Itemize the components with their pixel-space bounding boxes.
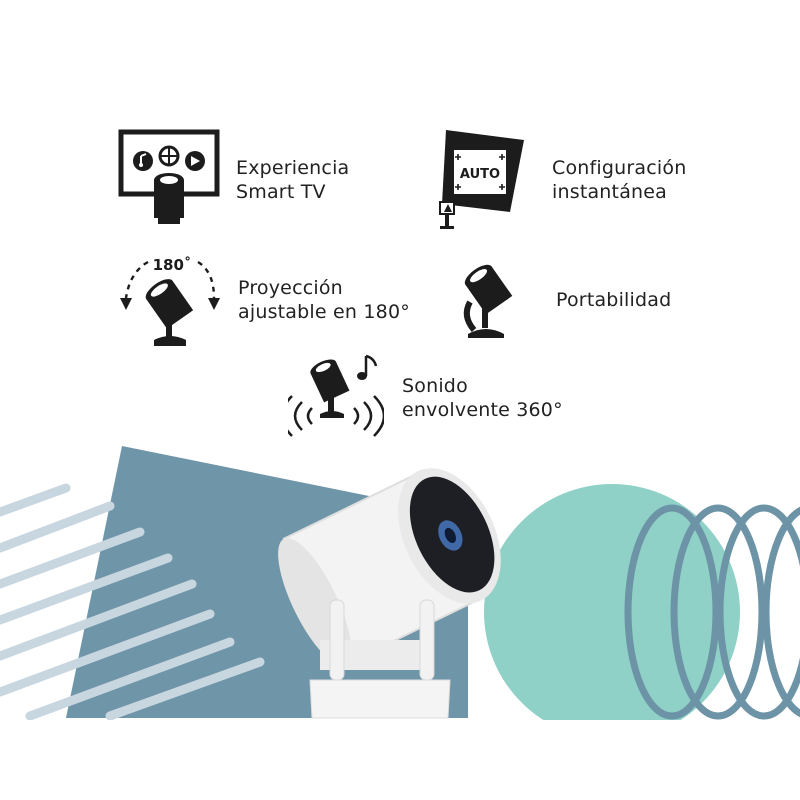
feature-projection-label: Proyección ajustable en 180° bbox=[238, 276, 410, 324]
projector-device bbox=[278, 468, 501, 719]
sound-line2: envolvente 360° bbox=[402, 399, 563, 421]
diagonal-stripes bbox=[0, 483, 265, 720]
feature-sound-label: Sonido envolvente 360° bbox=[402, 374, 563, 422]
product-scene bbox=[0, 446, 800, 720]
sound-line1: Sonido bbox=[402, 375, 468, 397]
feature-portability-label: Portabilidad bbox=[556, 288, 671, 312]
angle-text: 180˚ bbox=[153, 256, 192, 274]
auto-setup-icon: AUTO bbox=[439, 130, 524, 229]
feature-auto-setup-label: Configuración instantánea bbox=[552, 156, 686, 204]
auto-text: AUTO bbox=[460, 167, 500, 182]
feature-smart-tv-label: Experiencia Smart TV bbox=[236, 156, 349, 204]
smart-tv-line1: Experiencia bbox=[236, 157, 350, 179]
auto-setup-line2: instantánea bbox=[552, 181, 668, 203]
smart-tv-line2: Smart TV bbox=[236, 181, 326, 203]
spiral-coil bbox=[624, 504, 800, 720]
projection-line1: Proyección bbox=[238, 277, 343, 299]
rotate-180-icon: 180˚ bbox=[120, 256, 220, 346]
portability-line1: Portabilidad bbox=[556, 289, 672, 311]
auto-setup-line1: Configuración bbox=[552, 157, 687, 179]
portable-projector-icon bbox=[463, 264, 513, 338]
projection-line2: ajustable en 180° bbox=[238, 301, 410, 323]
surround-sound-icon bbox=[288, 354, 384, 437]
smart-tv-icon bbox=[118, 129, 220, 224]
